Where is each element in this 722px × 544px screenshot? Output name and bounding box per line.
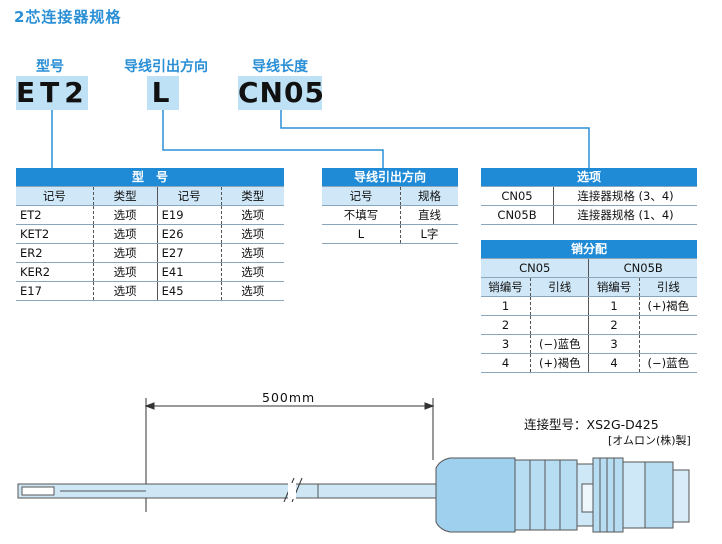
table-cell: (−)蓝色: [530, 334, 590, 354]
lead-direction-label: 导线引出方向: [124, 59, 208, 75]
table-cell: 选项: [221, 243, 284, 263]
table-cell: KER2: [16, 262, 94, 282]
table-row: KET2 选项 E26 选项: [16, 224, 284, 244]
table-row: KER2 选项 E41 选项: [16, 262, 284, 282]
table-cell: E17: [16, 281, 94, 301]
lead-length-leader-line: [280, 110, 590, 168]
table-cell: 2: [588, 315, 640, 335]
table-row: L L字: [322, 224, 458, 244]
table-cell: (−)蓝色: [639, 353, 697, 373]
model-table-header: 类型: [221, 186, 284, 206]
lead-length-code-box: CN05: [238, 76, 325, 110]
table-row: ET2 选项 E19 选项: [16, 205, 284, 225]
model-table-title: 型 号: [16, 168, 284, 187]
table-cell: (+)褐色: [639, 296, 697, 316]
page-heading: 2芯连接器规格: [14, 8, 122, 26]
table-row: E17 选项 E45 选项: [16, 281, 284, 301]
table-row: CN05 连接器规格 (3、4): [481, 186, 697, 206]
table-cell: 选项: [93, 205, 158, 225]
model-code-box: ET2: [16, 76, 89, 110]
table-cell: E26: [157, 224, 222, 244]
table-cell: 连接器规格 (1、4): [553, 205, 697, 225]
connector-label: 连接型号：: [524, 417, 587, 432]
table-cell: 选项: [221, 262, 284, 282]
dimension-label: 500mm: [262, 390, 316, 405]
pin-table-header: 销编号: [588, 277, 640, 297]
option-table-title: 选项: [481, 168, 697, 187]
pin-table-header: 销编号: [481, 277, 532, 297]
table-cell: KET2: [16, 224, 94, 244]
lead-direction-table-title: 导线引出方向: [322, 168, 458, 187]
table-cell: (+)褐色: [530, 353, 590, 373]
table-cell: 1: [481, 296, 532, 316]
table-row: CN05B 连接器规格 (1、4): [481, 205, 697, 225]
pin-table-title: 销分配: [481, 240, 697, 259]
table-cell: 选项: [221, 281, 284, 301]
table-cell: 选项: [93, 243, 158, 263]
table-row: 3 (−)蓝色 3: [481, 334, 697, 354]
table-cell: [530, 296, 590, 316]
table-cell: 选项: [93, 281, 158, 301]
table-row: 1 1 (+)褐色: [481, 296, 697, 316]
table-cell: CN05B: [481, 205, 554, 225]
table-cell: 选项: [221, 205, 284, 225]
table-cell: 选项: [93, 262, 158, 282]
table-cell: E19: [157, 205, 222, 225]
table-cell: [639, 334, 697, 354]
table-cell: E27: [157, 243, 222, 263]
connector-drawing: [435, 457, 690, 533]
table-row: 2 2: [481, 315, 697, 335]
lead-direction-code-box: L: [147, 76, 179, 110]
pin-table-header: 引线: [530, 277, 590, 297]
lead-direction-table: 导线引出方向 记号 规格 不填写 直线 L L字: [322, 168, 458, 244]
pin-table-header: 引线: [639, 277, 697, 297]
pin-table-group: CN05B: [588, 258, 697, 278]
table-cell: 连接器规格 (3、4): [553, 186, 697, 206]
table-cell: [530, 315, 590, 335]
table-cell: L字: [400, 224, 458, 244]
model-table-header: 记号: [157, 186, 222, 206]
model-table-header: 记号: [16, 186, 94, 206]
table-cell: ET2: [16, 205, 94, 225]
table-cell: 直线: [400, 205, 458, 225]
table-cell: CN05: [481, 186, 554, 206]
cable-drawing: [17, 477, 437, 503]
table-cell: 不填写: [322, 205, 401, 225]
table-cell: 1: [588, 296, 640, 316]
table-cell: 3: [588, 334, 640, 354]
lead-length-label: 导线长度: [252, 59, 308, 75]
table-cell: 4: [588, 353, 640, 373]
connector-model-caption: 连接型号：XS2G-D425: [524, 414, 659, 433]
manufacturer-note: [オムロン(株)製]: [608, 434, 691, 447]
lead-direction-table-header: 规格: [400, 186, 458, 206]
table-cell: ER2: [16, 243, 94, 263]
table-cell: 选项: [93, 224, 158, 244]
lead-direction-table-header: 记号: [322, 186, 401, 206]
table-cell: [639, 315, 697, 335]
pin-table-group: CN05: [481, 258, 590, 278]
model-table: 型 号 记号 类型 记号 类型 ET2 选项 E19 选项 KET2 选项 E2…: [16, 168, 284, 301]
model-table-header: 类型: [93, 186, 158, 206]
model-label: 型号: [36, 59, 64, 75]
table-cell: 3: [481, 334, 532, 354]
table-row: ER2 选项 E27 选项: [16, 243, 284, 263]
connector-model: XS2G-D425: [586, 417, 659, 432]
table-cell: E41: [157, 262, 222, 282]
table-cell: 2: [481, 315, 532, 335]
table-cell: L: [322, 224, 401, 244]
table-cell: 4: [481, 353, 532, 373]
pin-assignment-table: 销分配 CN05 CN05B 销编号 引线 销编号 引线 1 1 (+)褐色 2…: [481, 240, 697, 373]
lead-direction-leader-line: [162, 110, 384, 168]
table-row: 不填写 直线: [322, 205, 458, 225]
option-table: 选项 CN05 连接器规格 (3、4) CN05B 连接器规格 (1、4): [481, 168, 697, 225]
table-row: 4 (+)褐色 4 (−)蓝色: [481, 353, 697, 373]
table-cell: E45: [157, 281, 222, 301]
table-cell: 选项: [221, 224, 284, 244]
